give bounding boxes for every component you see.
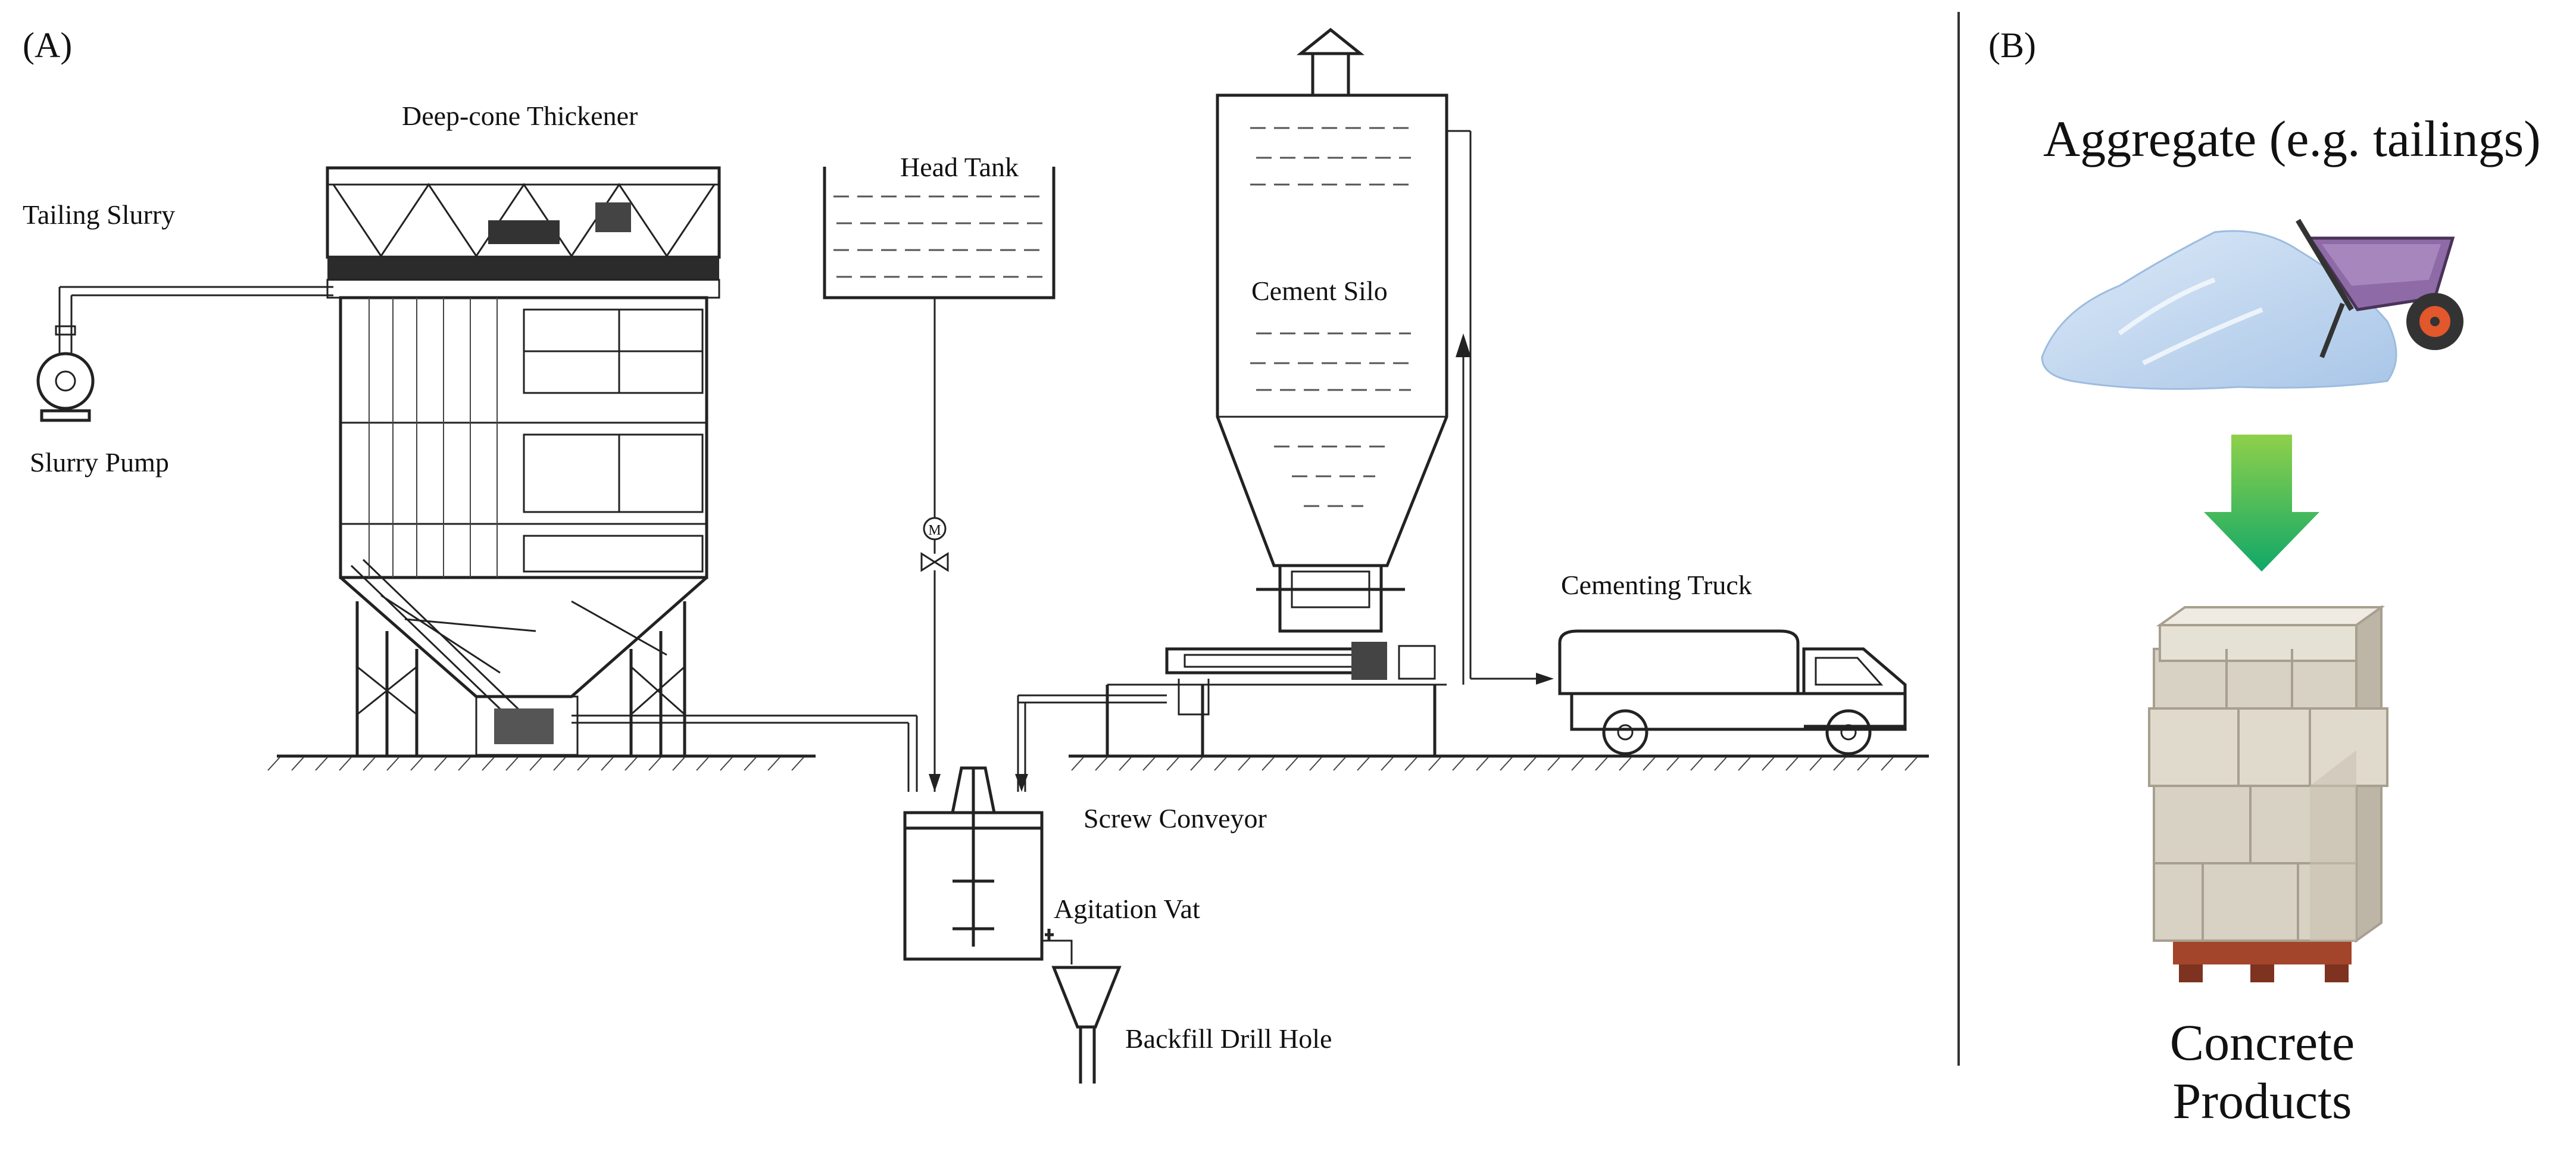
valve-icon <box>920 552 949 572</box>
cementing-truck <box>1470 629 1907 755</box>
agitation-vat-label: Agitation Vat <box>1054 894 1200 924</box>
tailing-slurry-pipe <box>60 286 333 296</box>
cement-silo-label: Cement Silo <box>1251 276 1388 306</box>
deep-cone-thickener-label: Deep-cone Thickener <box>402 101 638 131</box>
ground-right <box>1069 754 1929 771</box>
head-tank-label: Head Tank <box>900 152 1019 182</box>
thickener-underflow-pipe <box>572 714 918 792</box>
aggregate-pile-illustration <box>2041 230 2397 390</box>
concrete-blocks-illustration <box>2148 605 2388 982</box>
panel-a-tag: (A) <box>23 26 72 65</box>
aggregate-label: Aggregate (e.g. tailings) <box>2043 110 2541 167</box>
down-arrow-icon <box>2204 435 2319 572</box>
cement-silo <box>1216 27 1472 685</box>
backfill-drill-hole <box>1051 966 1122 1084</box>
ground-left <box>267 754 816 771</box>
screw-conveyor-label: Screw Conveyor <box>1084 803 1267 833</box>
agitation-vat <box>903 766 1073 964</box>
concrete-products-label-line1: Concrete <box>2170 1014 2355 1071</box>
deep-cone-thickener <box>326 166 721 756</box>
wheelbarrow-icon <box>2296 218 2463 358</box>
head-tank: M <box>823 167 1056 792</box>
backfill-drill-hole-label: Backfill Drill Hole <box>1125 1023 1332 1054</box>
panel-b-tag: (B) <box>1988 26 2036 65</box>
concrete-products-label-line2: Products <box>2173 1072 2352 1129</box>
cementing-truck-label: Cementing Truck <box>1561 570 1752 600</box>
motor-mark: M <box>928 523 941 538</box>
slurry-pump <box>36 287 95 422</box>
slurry-pump-label: Slurry Pump <box>30 447 169 477</box>
screw-conveyor <box>1015 642 1447 792</box>
tailing-slurry-label: Tailing Slurry <box>23 199 175 230</box>
